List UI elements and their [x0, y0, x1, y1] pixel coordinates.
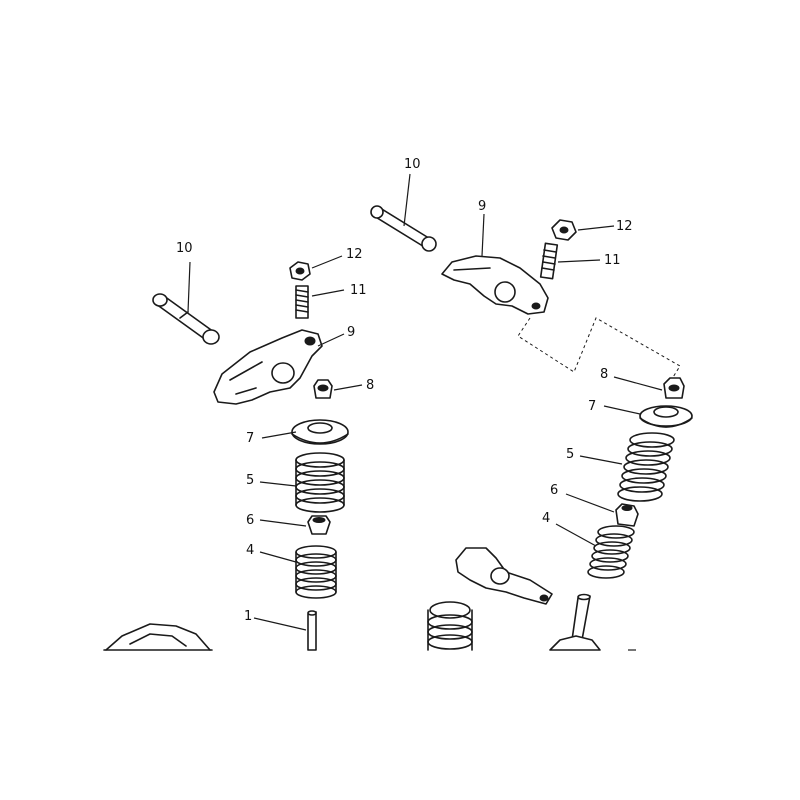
right-adjusting-screw: [539, 242, 559, 280]
left-outer-spring-callout: 5: [246, 473, 254, 488]
left-valve-callout: 1: [244, 609, 252, 624]
left-valve-stem: [307, 610, 317, 651]
left-valve-leader: [253, 617, 307, 631]
right-outer-spring-callout: 5: [566, 447, 574, 462]
left-spring-retainer: [291, 419, 349, 445]
right-screw-callout: 11: [604, 253, 621, 268]
background-rocker-arm: [455, 547, 553, 605]
right-nut-leader: [577, 225, 615, 231]
right-spring-retainer: [639, 405, 693, 428]
right-cap-callout: 8: [600, 367, 608, 382]
left-rocker-arm: [213, 329, 323, 405]
right-inner-valve-spring: [587, 525, 635, 579]
left-nut-callout: 12: [346, 247, 363, 262]
background-spring-stack: [427, 601, 473, 651]
right-inner-spring-leader: [555, 523, 597, 547]
right-rocker-arm: [441, 255, 549, 315]
right-rocker-leader: [481, 213, 485, 257]
right-retainer-callout: 7: [588, 399, 596, 414]
left-rocker-shaft-pin: [152, 293, 220, 345]
right-valve-stem: [549, 593, 601, 651]
right-seat-leader: [565, 493, 615, 513]
right-pin-leader: [403, 173, 411, 227]
left-retainer-leader: [261, 431, 297, 439]
right-cap-leader: [613, 376, 663, 391]
cylinder-head-fragment: [103, 623, 213, 651]
left-valve-cap: [313, 379, 333, 399]
right-pin-callout: 10: [404, 157, 421, 172]
right-outer-spring-leader: [579, 455, 623, 465]
right-rocker-callout: 9: [478, 199, 486, 214]
left-cap-callout: 8: [366, 378, 374, 393]
assembly-indicator-lines: [517, 317, 681, 383]
left-screw-callout: 11: [350, 283, 367, 298]
right-retainer-leader: [603, 405, 641, 415]
left-outer-spring-leader: [259, 481, 297, 487]
left-inner-spring-callout: 4: [246, 543, 254, 558]
right-nut-callout: 12: [616, 219, 633, 234]
left-pin-callout: 10: [176, 241, 193, 256]
left-rocker-callout: 9: [347, 325, 355, 340]
left-seat-callout: 6: [246, 513, 254, 528]
left-adjuster-nut: [289, 261, 311, 281]
left-spring-seat: [307, 515, 331, 535]
left-outer-valve-spring: [295, 452, 345, 513]
right-outer-valve-spring: [617, 432, 675, 502]
left-retainer-callout: 7: [246, 431, 254, 446]
right-screw-leader: [557, 259, 601, 263]
right-seat-callout: 6: [550, 483, 558, 498]
left-inner-spring-leader: [259, 551, 297, 563]
left-seat-leader: [259, 519, 307, 527]
left-adjusting-screw: [295, 285, 309, 319]
right-inner-spring-callout: 4: [542, 511, 550, 526]
left-pin-leader: [187, 261, 191, 313]
left-screw-leader: [311, 289, 345, 297]
right-valve-cap: [663, 377, 685, 399]
right-spring-seat: [615, 503, 639, 527]
right-adjuster-nut: [551, 219, 577, 241]
left-cap-leader: [333, 384, 363, 391]
right-rocker-shaft-pin: [370, 205, 437, 252]
left-nut-leader: [311, 255, 343, 269]
left-inner-valve-spring: [295, 545, 337, 599]
left-rocker-leader: [317, 333, 345, 347]
